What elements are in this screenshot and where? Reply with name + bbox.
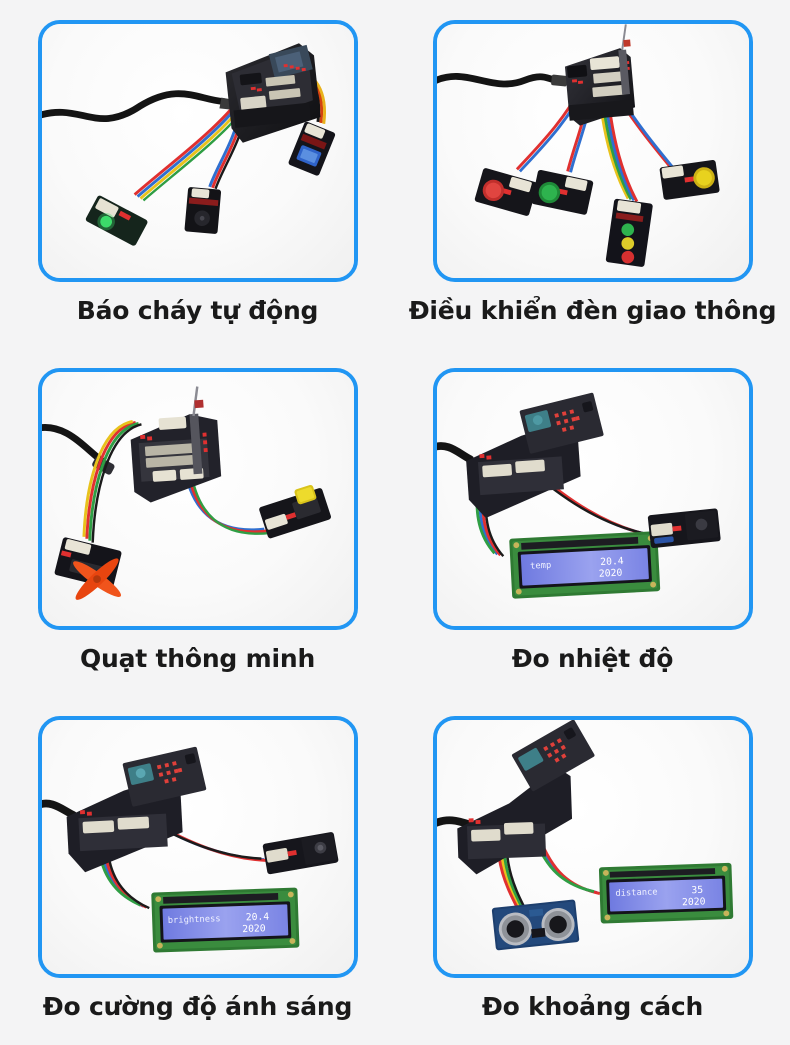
card-caption-temperature: Đo nhiệt độ	[511, 644, 674, 673]
photo-fire-alarm	[41, 24, 354, 278]
svg-text:20.4: 20.4	[599, 556, 623, 568]
card-cell-traffic-light: Điều khiển đèn giao thông	[395, 0, 790, 348]
photo-brightness: brightness 20.4 2020	[41, 720, 354, 974]
photo-traffic-light	[436, 24, 749, 278]
svg-text:distance: distance	[615, 887, 658, 898]
svg-text:2020: 2020	[598, 568, 622, 580]
card-caption-smart-fan: Quạt thông minh	[79, 644, 316, 673]
card-caption-distance: Đo khoảng cách	[481, 992, 704, 1021]
photo-distance: distance 35 2020	[436, 720, 749, 974]
card-cell-temperature: temp 20.4 2020	[395, 348, 790, 696]
card-caption-fire-alarm: Báo cháy tự động	[76, 296, 319, 325]
card-caption-traffic-light: Điều khiển đèn giao thông	[408, 296, 777, 325]
svg-text:35: 35	[691, 885, 703, 896]
photo-smart-fan	[41, 372, 354, 626]
card-caption-brightness: Đo cường độ ánh sáng	[42, 992, 353, 1021]
photo-card-smart-fan[interactable]	[37, 368, 358, 630]
svg-text:brightness: brightness	[167, 914, 220, 926]
photo-card-temperature[interactable]: temp 20.4 2020	[432, 368, 753, 630]
svg-text:2020: 2020	[681, 896, 705, 908]
card-cell-brightness: brightness 20.4 2020	[0, 696, 395, 1044]
card-cell-fire-alarm: Báo cháy tự động	[0, 0, 395, 348]
photo-card-brightness[interactable]: brightness 20.4 2020	[37, 716, 358, 978]
svg-text:2020: 2020	[242, 923, 266, 935]
svg-text:20.4: 20.4	[245, 912, 269, 924]
photo-temperature: temp 20.4 2020	[436, 372, 749, 626]
svg-text:temp: temp	[529, 561, 551, 572]
card-cell-smart-fan: Quạt thông minh	[0, 348, 395, 696]
photo-card-fire-alarm[interactable]	[37, 20, 358, 282]
photo-card-traffic-light[interactable]	[432, 20, 753, 282]
card-cell-distance: distance 35 2020 Đo khoảng cách	[395, 696, 790, 1044]
photo-card-distance[interactable]: distance 35 2020	[432, 716, 753, 978]
